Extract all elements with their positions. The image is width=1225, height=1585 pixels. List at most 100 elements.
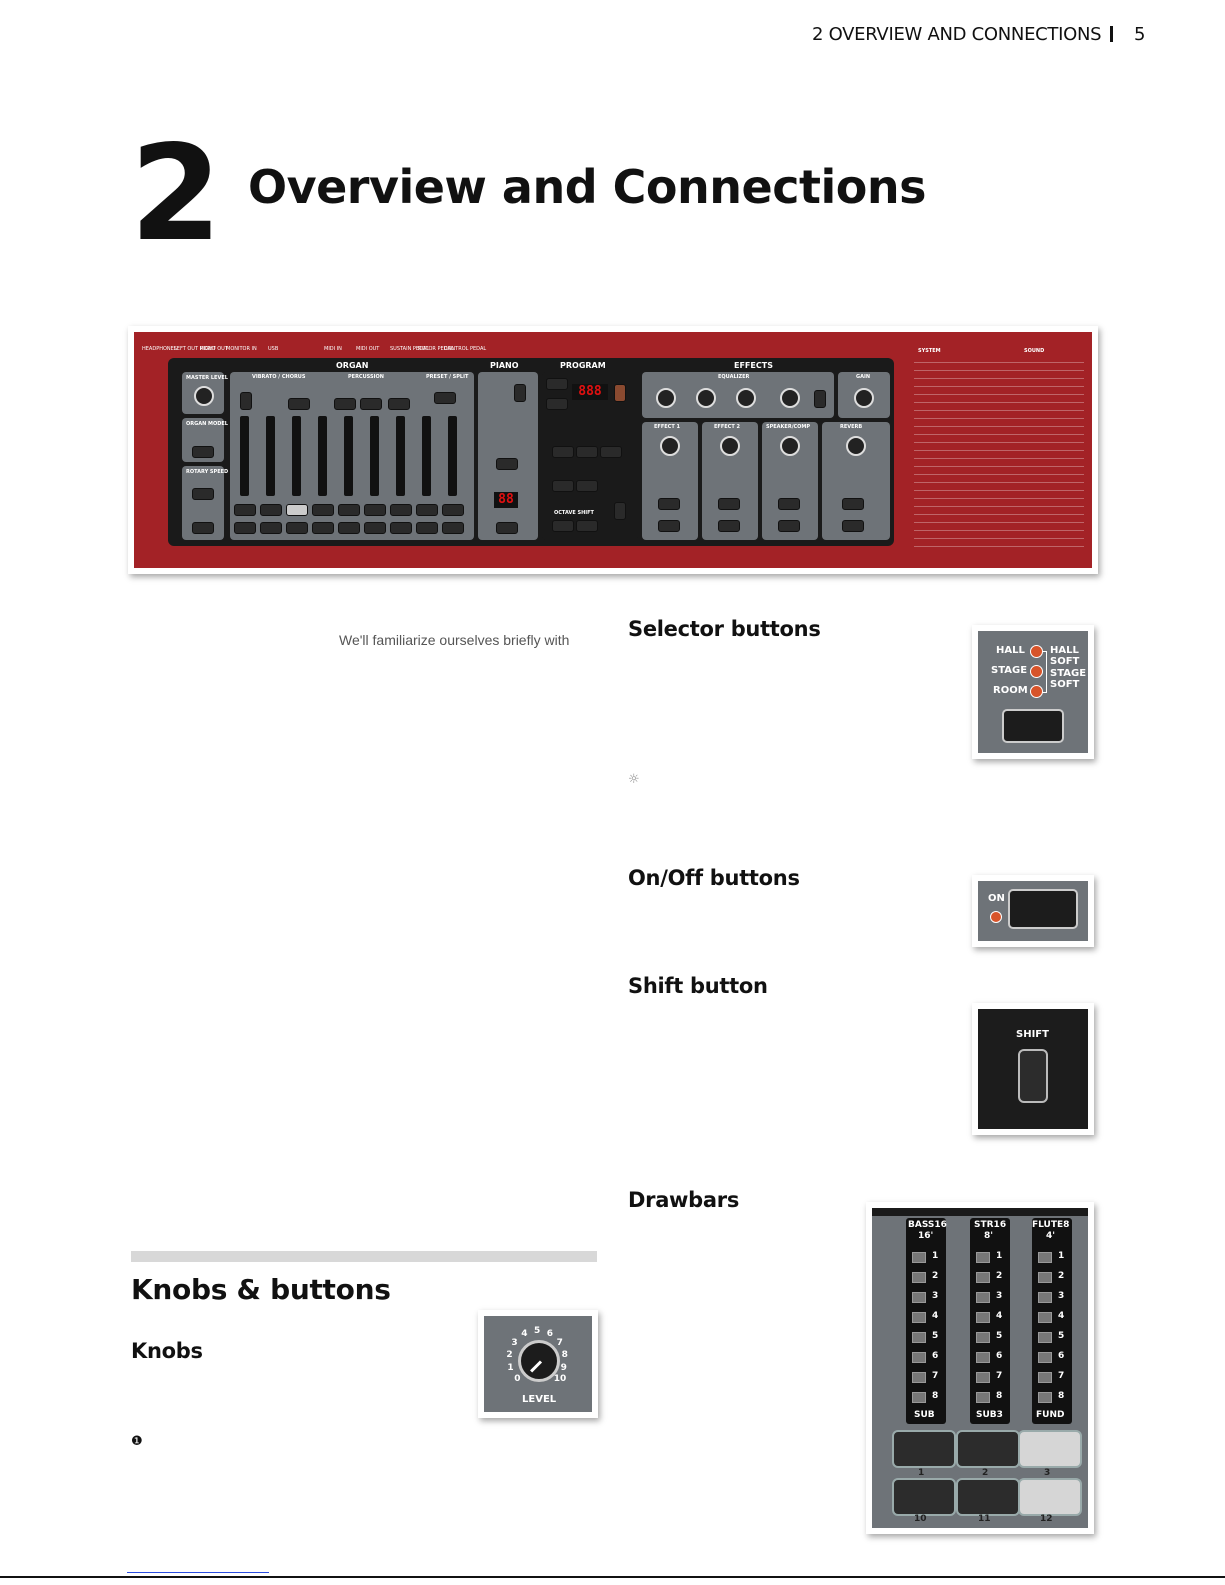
effect2-on-button[interactable]	[718, 520, 740, 532]
organ-preset-button[interactable]	[416, 504, 438, 516]
rotary-stop-button[interactable]	[192, 488, 214, 500]
percussion-soft-button[interactable]	[334, 398, 356, 410]
preset-number: 1	[918, 1468, 925, 1478]
level-knob[interactable]	[518, 1340, 560, 1382]
reverb-dry-wet-knob[interactable]	[846, 436, 866, 456]
drawbar-slot[interactable]	[396, 416, 405, 496]
selector-button[interactable]	[1002, 709, 1064, 743]
program-down-button[interactable]	[546, 398, 568, 410]
front-panel-illustration: HEADPHONES LEFT OUT MONO RIGHT OUT MONIT…	[134, 332, 1092, 568]
drawbar-preset-button[interactable]	[956, 1478, 1020, 1516]
organ-preset-button[interactable]	[312, 522, 334, 534]
store-button[interactable]	[614, 384, 626, 402]
drawbar-preset-button[interactable]	[956, 1430, 1020, 1468]
connector-label: HEADPHONES	[142, 346, 177, 352]
shift-button[interactable]	[614, 502, 626, 520]
organ-preset-button[interactable]	[442, 522, 464, 534]
drawbar-step-icon	[912, 1352, 926, 1363]
knob-scale-number: 7	[556, 1337, 563, 1348]
drawbar-step-number: 6	[996, 1351, 1003, 1361]
organ-preset-button[interactable]	[364, 504, 386, 516]
organ-preset-button[interactable]	[390, 522, 412, 534]
organ-preset-button[interactable]	[364, 522, 386, 534]
drawbar-slot[interactable]	[266, 416, 275, 496]
rotary-speed-button[interactable]	[192, 522, 214, 534]
program-up-button[interactable]	[546, 378, 568, 390]
eq-mid-knob[interactable]	[696, 388, 716, 408]
piano-type-button[interactable]	[514, 384, 526, 402]
octave-down-button[interactable]	[552, 520, 574, 532]
organ-preset-button[interactable]	[312, 504, 334, 516]
organ-preset-button[interactable]	[338, 522, 360, 534]
effect1-on-button[interactable]	[658, 520, 680, 532]
organ-preset-button[interactable]	[338, 504, 360, 516]
effect2-rate-knob[interactable]	[720, 436, 740, 456]
drawbar-slot[interactable]	[318, 416, 327, 496]
drawbar-preset-button[interactable]	[892, 1430, 956, 1468]
percussion-third-button[interactable]	[388, 398, 410, 410]
knob-scale-number: 6	[546, 1329, 553, 1340]
piano-model-button[interactable]	[496, 458, 518, 470]
knob-scale-number: 9	[560, 1362, 567, 1373]
midi-button[interactable]	[576, 446, 598, 458]
organ-preset-button[interactable]	[390, 504, 412, 516]
eq-on-button[interactable]	[814, 390, 826, 408]
drawbar-slot[interactable]	[344, 416, 353, 496]
drawbar-slot[interactable]	[240, 416, 249, 496]
drawbar-slot[interactable]	[292, 416, 301, 496]
speaker-on-button[interactable]	[778, 520, 800, 532]
drawbar-preset-button[interactable]	[1018, 1478, 1082, 1516]
function-reference-list	[914, 358, 1084, 548]
eq-freq-knob[interactable]	[736, 388, 756, 408]
drawbar-step-number: 1	[932, 1251, 939, 1261]
running-header: 2 OVERVIEW AND CONNECTIONS	[812, 24, 1102, 45]
hall-label: HALL	[996, 645, 1025, 656]
organ-preset-button[interactable]	[234, 504, 256, 516]
reverb-on-button[interactable]	[842, 520, 864, 532]
drawbar-bottom: FUND	[1036, 1410, 1065, 1420]
organ-preset-button[interactable]	[442, 504, 464, 516]
knob-scale-number: 3	[511, 1337, 518, 1348]
gain-knob[interactable]	[854, 388, 874, 408]
speaker-select-button[interactable]	[778, 498, 800, 510]
organ-preset-button[interactable]	[260, 504, 282, 516]
shift-button[interactable]	[1018, 1049, 1048, 1103]
drawbar-step-icon	[976, 1252, 990, 1263]
organ-model-button[interactable]	[192, 446, 214, 458]
vibrato-mode-button[interactable]	[240, 392, 252, 410]
eq-treble-knob[interactable]	[780, 388, 800, 408]
octave-up-button[interactable]	[576, 520, 598, 532]
drawbar-step-number: 4	[1058, 1311, 1065, 1321]
piano-select-button[interactable]	[496, 522, 518, 534]
organ-preset-button[interactable]	[286, 504, 308, 516]
vibrato-on-button[interactable]	[288, 398, 310, 410]
organ-select-button[interactable]	[552, 480, 574, 492]
percussion-fast-button[interactable]	[360, 398, 382, 410]
reverb-select-button[interactable]	[842, 498, 864, 510]
piano-select-button[interactable]	[576, 480, 598, 492]
effect1-select-button[interactable]	[658, 498, 680, 510]
effect1-rate-knob[interactable]	[660, 436, 680, 456]
eq-bass-knob[interactable]	[656, 388, 676, 408]
preset-split-button[interactable]	[434, 392, 456, 404]
effect2-select-button[interactable]	[718, 498, 740, 510]
drawbar-slot[interactable]	[448, 416, 457, 496]
drive-knob[interactable]	[780, 436, 800, 456]
on-off-button[interactable]	[1008, 889, 1078, 929]
master-level-knob[interactable]	[194, 386, 214, 406]
drawbar-slot[interactable]	[370, 416, 379, 496]
system-button[interactable]	[552, 446, 574, 458]
drawbar-slot[interactable]	[422, 416, 431, 496]
system-list-heading: SYSTEM	[918, 348, 941, 354]
drawbar-preset-button[interactable]	[1018, 1430, 1082, 1468]
drawbar-name: BASS16	[908, 1220, 947, 1230]
organ-preset-button[interactable]	[234, 522, 256, 534]
drawbar-preset-button[interactable]	[892, 1478, 956, 1516]
organ-preset-button[interactable]	[260, 522, 282, 534]
sound-button[interactable]	[600, 446, 622, 458]
drawbar-step-icon	[1038, 1392, 1052, 1403]
organ-preset-button[interactable]	[286, 522, 308, 534]
knob-scale-number: 0	[514, 1373, 521, 1384]
organ-preset-button[interactable]	[416, 522, 438, 534]
drawbar-step-icon	[976, 1292, 990, 1303]
